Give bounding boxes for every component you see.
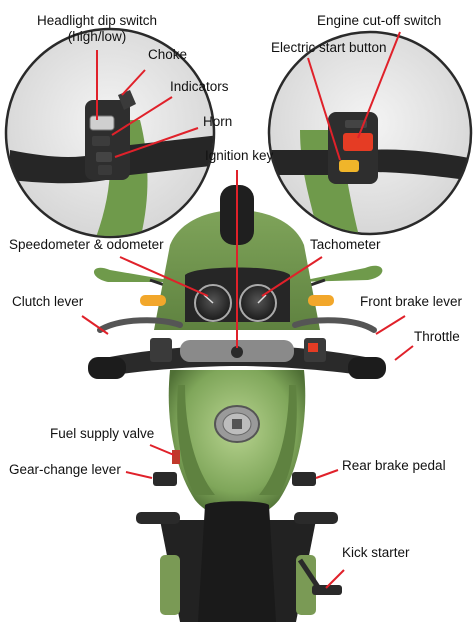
gear-change-pointer <box>125 471 153 479</box>
indicators-pointer <box>111 96 173 136</box>
horn-label: Horn <box>203 114 233 129</box>
electric-start-label: Electric start button <box>271 40 387 55</box>
speedometer-gauge <box>194 284 232 322</box>
right-switchgear-closeup <box>267 30 473 236</box>
headlight-dip-label-line2: (high/low) <box>67 29 127 44</box>
electric-start-pointer <box>307 57 341 161</box>
gear-change-lever-label: Gear-change lever <box>9 462 121 477</box>
kick-starter-label: Kick starter <box>342 545 410 560</box>
pointer-lines <box>81 31 414 589</box>
ignition-key-label: Ignition key <box>205 148 274 163</box>
clutch-lever-label: Clutch lever <box>12 294 84 309</box>
rear-brake-pedal-part <box>292 472 316 486</box>
right-indicator-light <box>308 295 334 306</box>
fuel-valve-part <box>172 450 180 464</box>
front-brake-lever-label: Front brake lever <box>360 294 463 309</box>
horn-pointer <box>114 127 199 158</box>
rear-brake-pedal-label: Rear brake pedal <box>342 458 446 473</box>
fuel-cap <box>214 405 260 443</box>
left-indicator-light <box>140 295 166 306</box>
choke-pointer <box>121 69 146 96</box>
tachometer-pointer <box>261 256 323 297</box>
headlight-dip-label-line1: Headlight dip switch <box>36 13 158 28</box>
clutch-lever-pointer <box>81 315 109 335</box>
left-switchgear-closeup <box>4 27 216 239</box>
front-brake-pointer <box>375 315 406 335</box>
fuel-valve-pointer <box>149 444 175 456</box>
throttle-label: Throttle <box>414 329 460 344</box>
headlight-dip-label: Headlight dip switch (high/low) <box>28 13 166 45</box>
kick-starter-pointer <box>325 569 345 589</box>
throttle-pointer <box>394 345 414 361</box>
choke-label: Choke <box>148 47 188 62</box>
speedometer-label: Speedometer & odometer <box>9 237 164 252</box>
engine-cutoff-pointer <box>357 31 401 139</box>
indicators-label: Indicators <box>170 79 229 94</box>
fuel-supply-valve-label: Fuel supply valve <box>50 426 155 441</box>
tachometer-gauge <box>239 284 277 322</box>
rear-brake-pointer <box>315 469 339 479</box>
tachometer-label: Tachometer <box>310 237 381 252</box>
speedometer-pointer <box>119 256 209 297</box>
engine-cutoff-label: Engine cut-off switch <box>317 13 442 28</box>
gear-change-lever-part <box>153 472 177 486</box>
